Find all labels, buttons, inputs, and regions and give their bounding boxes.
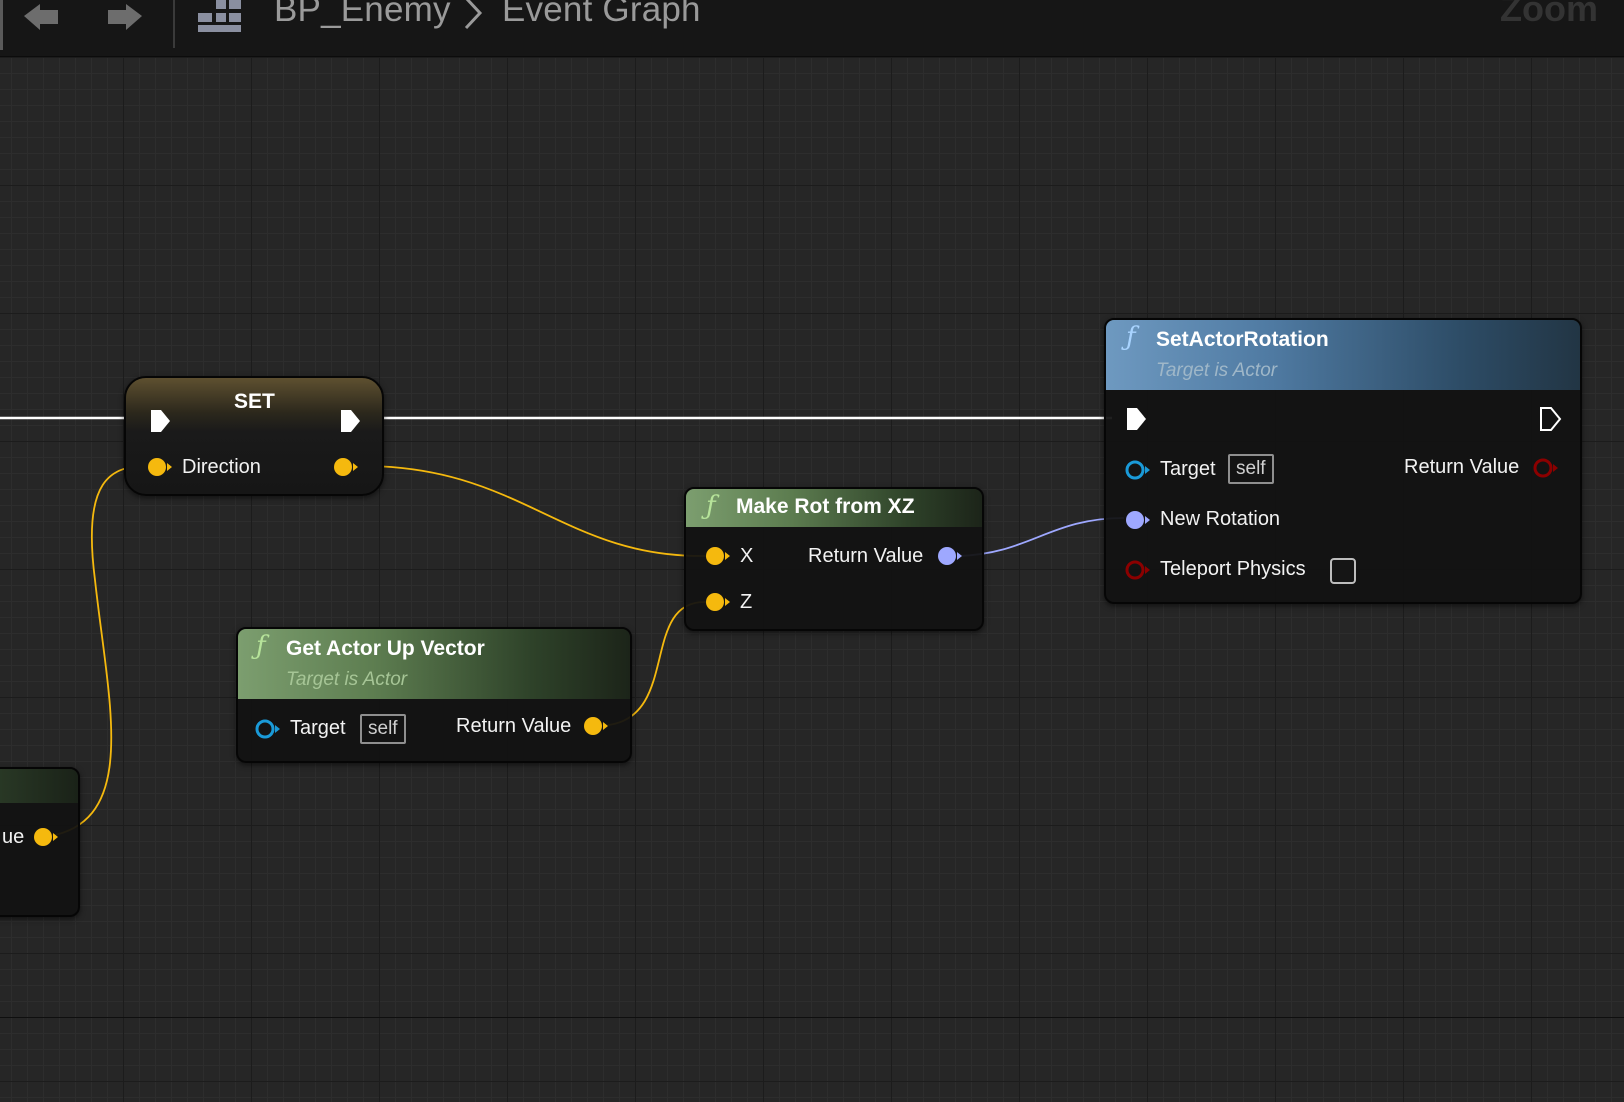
set-actor-rotation-header [1106, 320, 1580, 390]
return-value-label: Return Value [808, 545, 924, 567]
direction-label: Direction [182, 456, 261, 478]
graph-toolbar: BP_Enemy Event Graph Zoom [0, 0, 1624, 57]
return-value-label: Return Value [1404, 456, 1520, 478]
partial-output-pin[interactable] [32, 826, 60, 848]
return-value-out-pin[interactable] [1532, 456, 1560, 480]
forward-arrow-icon[interactable] [104, 0, 144, 34]
return-value-out-pin[interactable] [936, 545, 964, 567]
set-node[interactable]: SET Direction [124, 376, 384, 496]
return-value-label: Return Value [456, 715, 572, 737]
get-up-vector-title: Get Actor Up Vector [286, 637, 485, 660]
get-actor-up-vector-node[interactable]: ƒ Get Actor Up Vector Target is Actor Ta… [236, 627, 632, 763]
target-self-value[interactable]: self [1228, 454, 1274, 484]
breadcrumb-graph[interactable]: Event Graph [502, 0, 701, 29]
get-up-vector-subtitle: Target is Actor [286, 669, 408, 690]
target-self-value[interactable]: self [360, 714, 406, 744]
make-rot-header [686, 489, 982, 527]
chevron-right-icon [464, 0, 483, 30]
graph-bottom-divider [0, 1017, 1624, 1018]
back-arrow-icon[interactable] [22, 0, 62, 34]
exec-in-pin[interactable] [148, 408, 172, 434]
make-rot-title: Make Rot from XZ [736, 495, 915, 518]
breadcrumb-blueprint[interactable]: BP_Enemy [274, 0, 451, 29]
z-in-pin[interactable] [704, 591, 732, 613]
return-value-out-pin[interactable] [582, 715, 610, 737]
function-icon: ƒ [1126, 322, 1136, 352]
set-node-title: SET [234, 390, 275, 413]
new-rotation-in-pin[interactable] [1124, 508, 1152, 532]
partial-output-label: ue [2, 826, 25, 848]
graph-icon [198, 0, 241, 32]
make-rot-from-xz-node[interactable]: ƒ Make Rot from XZ X Return Value Z [684, 487, 984, 631]
target-label: Target [290, 717, 346, 739]
vector-wire-direction-to-x [351, 465, 707, 557]
partial-node[interactable]: ue [0, 767, 80, 917]
new-rotation-label: New Rotation [1160, 508, 1281, 530]
direction-out-pin[interactable] [332, 456, 360, 478]
target-in-pin[interactable] [254, 717, 282, 741]
zoom-indicator: Zoom [1500, 0, 1598, 29]
toolbar-separator [173, 0, 175, 48]
exec-in-pin[interactable] [1124, 406, 1148, 432]
exec-out-pin[interactable] [1538, 406, 1562, 432]
x-label: X [740, 545, 754, 567]
get-up-vector-header [238, 629, 630, 699]
x-in-pin[interactable] [704, 545, 732, 567]
exec-out-pin[interactable] [338, 408, 362, 434]
direction-in-pin[interactable] [146, 456, 174, 478]
z-label: Z [740, 591, 753, 613]
partial-node-header [0, 769, 78, 803]
target-in-pin[interactable] [1124, 458, 1152, 482]
teleport-physics-checkbox[interactable] [1330, 558, 1356, 584]
set-actor-rotation-title: SetActorRotation [1156, 328, 1329, 351]
teleport-physics-in-pin[interactable] [1124, 558, 1152, 582]
function-icon: ƒ [256, 631, 266, 661]
teleport-physics-label: Teleport Physics [1160, 558, 1306, 580]
toolbar-edge [0, 0, 3, 50]
set-actor-rotation-node[interactable]: ƒ SetActorRotation Target is Actor Targe… [1104, 318, 1582, 604]
function-icon: ƒ [706, 491, 716, 521]
set-actor-rotation-subtitle: Target is Actor [1156, 360, 1278, 381]
target-label: Target [1160, 458, 1216, 480]
